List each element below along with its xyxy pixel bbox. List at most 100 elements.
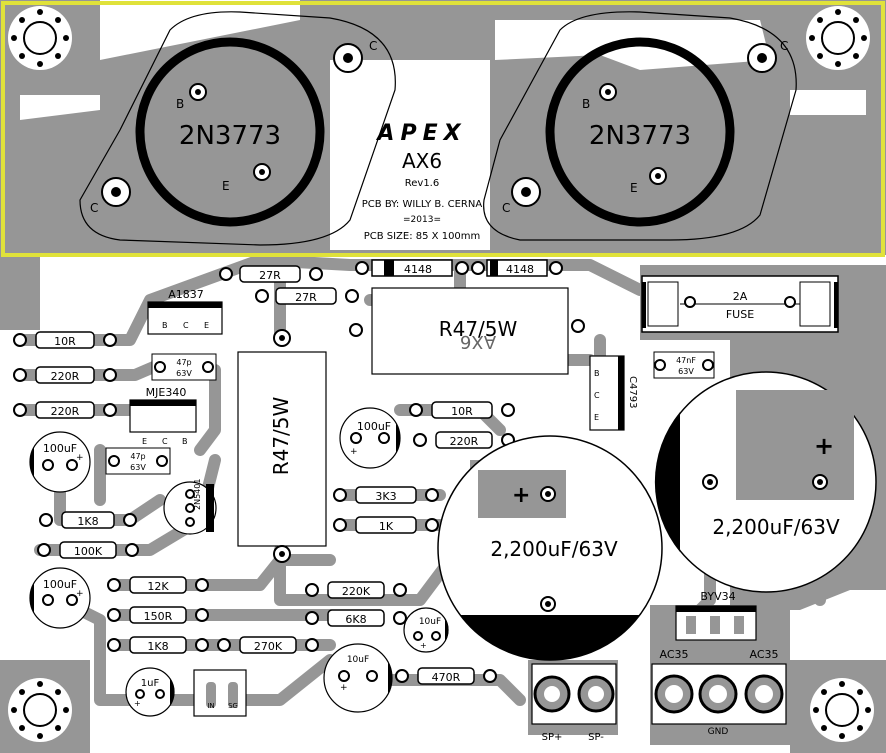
resistor-r47-5w-side: R47/5W <box>237 329 327 563</box>
capacitor-100uf-left: 100uF + <box>29 431 91 493</box>
speaker-minus-label: SP- <box>588 732 604 743</box>
pin-label: C <box>162 437 168 446</box>
cap-voltage: 63V <box>678 367 694 376</box>
resistor-label: 470R <box>432 671 461 684</box>
resistor-label: 270K <box>254 640 283 653</box>
resistor-label: 6K8 <box>345 613 366 626</box>
highlight-box <box>1 1 885 257</box>
resistor-220r-mid: 220R <box>413 431 515 449</box>
ac-input-label: AC35 <box>659 648 688 661</box>
cap-voltage: 63V <box>130 463 146 472</box>
brand-logo: APEX <box>375 121 466 146</box>
resistor-label: 220R <box>51 405 80 418</box>
resistor-label: 27R <box>259 269 281 282</box>
diode-1n4148-b: 4148 <box>471 259 563 277</box>
pin-label: B <box>594 369 600 378</box>
transistor-a1837: A1837 B C E <box>147 288 223 335</box>
transistor-label: 2N5401 <box>193 479 202 510</box>
resistor-label: 100K <box>74 545 103 558</box>
transistor-left-2n3773: 2N3773 B C C E <box>79 11 396 246</box>
fuse-holder: 2A FUSE <box>641 275 839 333</box>
resistor-27r-b: 27R <box>255 287 359 305</box>
transistor-right-2n3773: 2N3773 B C C E <box>483 11 797 241</box>
cap-label: 1uF <box>141 678 160 689</box>
resistor-100k: 100K <box>37 541 139 559</box>
pin-e-label: E <box>222 179 230 193</box>
designer-label: PCB BY: WILLY B. CERNA <box>362 199 483 210</box>
cap-value: 47nF <box>676 356 696 365</box>
mount-hole-tl <box>8 6 72 70</box>
fuse-label: FUSE <box>726 308 754 321</box>
resistor-label: 12K <box>147 580 169 593</box>
cap-value: 47p <box>176 358 191 367</box>
resistor-470r: 470R <box>395 667 497 685</box>
resistor-10r-left: 10R <box>13 331 117 349</box>
polarity-plus: + <box>512 483 530 508</box>
diode-label: 4148 <box>404 263 432 276</box>
revision-label: Rev1.6 <box>405 178 439 189</box>
transistor-c4793: B C E C4793 <box>589 355 638 431</box>
pin-c-label: C <box>502 201 510 215</box>
resistor-label: 220K <box>342 585 371 598</box>
resistor-270k: 270K <box>217 636 319 654</box>
capacitor-1uf: 1uF + <box>125 667 175 717</box>
resistor-label: 3K3 <box>375 490 396 503</box>
polarity-plus: + <box>340 683 348 693</box>
capacitor-47p-a: 47p 63V <box>151 353 217 381</box>
resistor-label: 1K8 <box>147 640 168 653</box>
capacitor-2200uf-left: + 2,200uF/63V <box>437 435 663 661</box>
input-label: IN <box>207 702 214 710</box>
resistor-label: R47/5W <box>439 317 518 341</box>
pin-b-label: B <box>176 97 184 111</box>
resistor-12k: 12K <box>107 576 209 594</box>
pin-label: B <box>162 321 168 330</box>
polarity-plus: + <box>814 432 834 460</box>
polarity-plus: + <box>420 641 427 650</box>
cap-label: 100uF <box>43 442 77 455</box>
resistor-1k: 1K <box>333 516 439 534</box>
resistor-10r-mid: 10R <box>409 401 515 419</box>
pin-c-label: C <box>780 39 788 53</box>
pcb-size-label: PCB SIZE: 85 X 100mm <box>364 231 481 242</box>
resistor-label: 27R <box>295 291 317 304</box>
transistor-label: C4793 <box>627 376 638 408</box>
rectifier-label: BYV34 <box>700 590 735 603</box>
polarity-plus: + <box>76 453 84 463</box>
pin-e-label: E <box>630 181 638 195</box>
transistor-label: A1837 <box>168 288 204 301</box>
model-label: AX6 <box>402 149 442 173</box>
pin-c-label: C <box>90 201 98 215</box>
resistor-27r-a: 27R <box>219 265 323 283</box>
transistor-mje340: MJE340 E C B <box>129 386 197 446</box>
resistor-6k8: 6K8 <box>305 609 407 627</box>
cap-voltage: 63V <box>176 369 192 378</box>
capacitor-10uf-b: 10uF + <box>323 643 393 713</box>
input-connector: IN SG <box>193 669 247 717</box>
resistor-220r-b: 220R <box>13 401 117 419</box>
pin-label: E <box>142 437 147 446</box>
resistor-1k8-b: 1K8 <box>107 636 209 654</box>
transistor-right-label: 2N3773 <box>589 121 691 151</box>
pin-label: C <box>183 321 189 330</box>
cap-value: 47p <box>130 452 145 461</box>
resistor-150r: 150R <box>107 606 209 624</box>
resistor-220r-a: 220R <box>13 366 117 384</box>
pin-c-label: C <box>369 39 377 53</box>
transistor-label: MJE340 <box>146 386 187 399</box>
cap-label: 2,200uF/63V <box>490 537 618 561</box>
resistor-220k: 220K <box>305 581 407 599</box>
mirrored-logo-text: AX6 <box>460 331 496 352</box>
resistor-3k3: 3K3 <box>333 486 439 504</box>
pin-label: E <box>204 321 209 330</box>
diode-label: 4148 <box>506 263 534 276</box>
transistor-left-label: 2N3773 <box>179 121 281 151</box>
polarity-plus: + <box>134 699 141 708</box>
resistor-label: 220R <box>51 370 80 383</box>
resistor-1k8-a: 1K8 <box>39 511 137 529</box>
resistor-label: R47/5W <box>269 396 293 475</box>
cap-label: 10uF <box>419 617 441 627</box>
speaker-plus-label: SP+ <box>542 732 563 743</box>
capacitor-10uf-a: 10uF + <box>403 607 449 653</box>
